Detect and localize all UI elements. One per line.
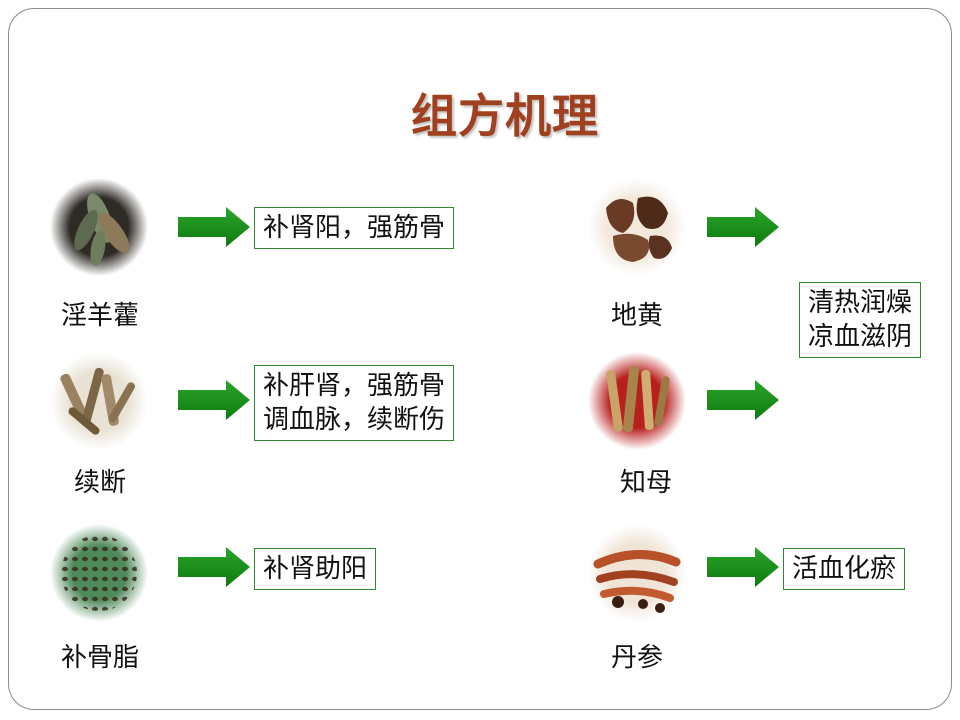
effect-box-yinyanghuo: 补肾阳，强筋骨 [254,207,455,249]
effect-line: 补肾阳，强筋骨 [263,213,446,243]
herb-image-dihuang [588,178,686,276]
effect-line: 调血脉，续断伤 [263,405,446,435]
effect-line: 凉血滋阴 [808,322,913,352]
herb-name-zhimu: 知母 [619,468,672,498]
herb-name-xuduan: 续断 [73,468,126,498]
herb-image-yinyanghuo [50,178,148,276]
right-arrow-icon [707,380,779,420]
slide-title: 组方机理 [411,89,599,143]
effect-box-danshen: 活血化瘀 [783,548,906,590]
effect-line: 活血化瘀 [792,554,897,584]
right-arrow-icon [707,207,779,247]
right-arrow-icon [178,547,250,587]
herb-image-zhimu [588,352,686,450]
right-arrow-icon [178,380,250,420]
slide-frame [8,8,952,710]
herb-image-xuduan [50,352,148,450]
effect-line: 补肾助阳 [263,554,368,584]
effect-box-buguzhi: 补肾助阳 [254,548,377,590]
effect-box-xuduan: 补肝肾，强筋骨 调血脉，续断伤 [254,365,455,441]
effect-line: 补肝肾，强筋骨 [263,371,446,401]
herb-image-danshen [588,524,686,622]
herb-name-dihuang: 地黄 [610,301,663,331]
effect-line: 清热润燥 [808,288,913,318]
herb-image-buguzhi [50,524,148,622]
shared-effect-box: 清热润燥 凉血滋阴 [799,282,922,358]
herb-name-buguzhi: 补骨脂 [60,643,139,673]
right-arrow-icon [707,547,779,587]
right-arrow-icon [178,207,250,247]
herb-name-yinyanghuo: 淫羊藿 [60,301,139,331]
herb-name-danshen: 丹参 [610,643,663,673]
